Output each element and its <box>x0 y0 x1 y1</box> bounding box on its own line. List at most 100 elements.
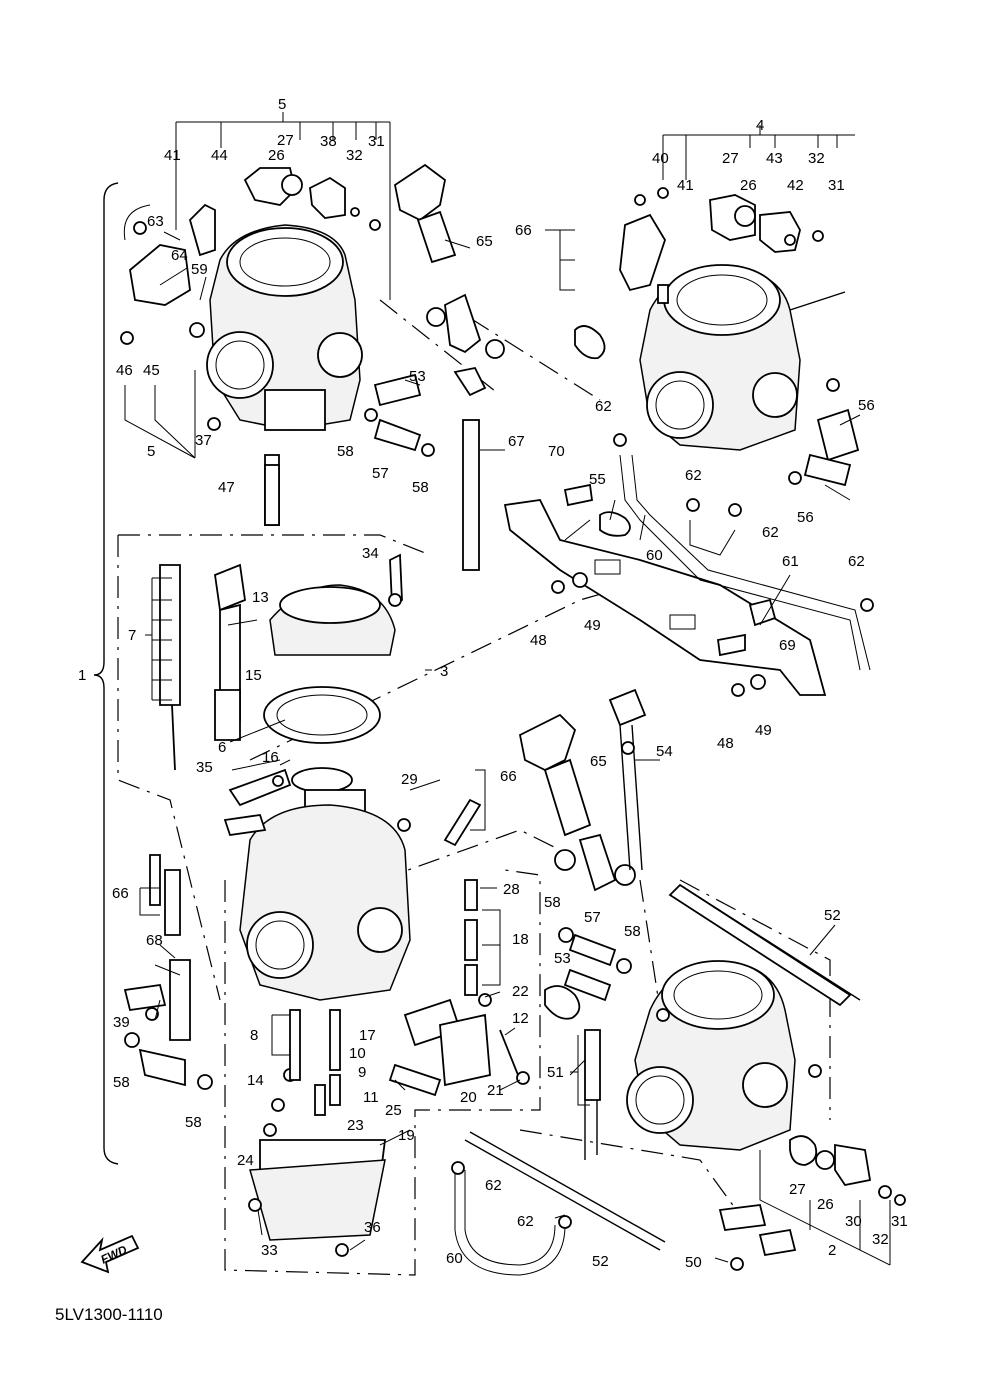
callout: 58 <box>624 923 641 940</box>
callout: 17 <box>359 1027 376 1044</box>
callout: 37 <box>195 432 212 449</box>
callout: 31 <box>828 177 845 194</box>
callout: 26 <box>268 147 285 164</box>
callout: 47 <box>218 479 235 496</box>
callout: 49 <box>755 722 772 739</box>
callout: 49 <box>584 617 601 634</box>
callout: 5 <box>147 443 155 460</box>
bottom-right-rods-hoses <box>451 884 861 1276</box>
callout: 12 <box>512 1010 529 1027</box>
callout: 18 <box>512 931 529 948</box>
callout: 58 <box>544 894 561 911</box>
callout: 42 <box>787 177 804 194</box>
callout: 16 <box>262 749 279 766</box>
callout: 6 <box>218 739 226 756</box>
hoses-plates-top-right <box>503 433 874 697</box>
callout: 58 <box>337 443 354 460</box>
callout: 3 <box>440 663 448 680</box>
callout: 11 <box>363 1089 379 1106</box>
callout: 27 <box>722 150 739 167</box>
callout-labels: 1 2 3 4 5 5 6 7 8 9 10 11 12 13 14 15 16… <box>78 96 908 1271</box>
callout: 34 <box>362 545 379 562</box>
bracket-5-top <box>175 112 391 300</box>
intake-joint-parts-top <box>264 163 505 571</box>
bracket-2-bottom <box>759 1150 891 1266</box>
callout: 62 <box>595 398 612 415</box>
callout-groupings <box>139 229 590 1106</box>
callout: 8 <box>250 1027 258 1044</box>
callout: 56 <box>858 397 875 414</box>
callout: 39 <box>113 1014 130 1031</box>
leader-lines <box>154 229 861 1263</box>
callout: 53 <box>409 368 426 385</box>
carburetor-top-left <box>120 167 381 526</box>
callout: 58 <box>185 1114 202 1131</box>
callout: 60 <box>646 547 663 564</box>
callout: 58 <box>412 479 429 496</box>
bracket-4-top <box>662 125 855 180</box>
right-center-parts <box>518 688 852 1007</box>
callout: 57 <box>584 909 601 926</box>
leader-dash-5 <box>519 1129 741 1216</box>
callout: 7 <box>128 627 136 644</box>
leader-dash-3 <box>379 829 561 881</box>
callout: 43 <box>766 150 783 167</box>
callout: 27 <box>789 1181 806 1198</box>
callout: 29 <box>401 771 418 788</box>
callout: 66 <box>112 885 129 902</box>
callout: 9 <box>358 1064 366 1081</box>
callout: 28 <box>503 881 520 898</box>
callout: 62 <box>685 467 702 484</box>
callout: 15 <box>245 667 262 684</box>
callout: 52 <box>824 907 841 924</box>
callout: 19 <box>398 1127 415 1144</box>
callout: 26 <box>817 1196 834 1213</box>
callout: 32 <box>808 150 825 167</box>
callout: 13 <box>252 589 269 606</box>
callout: 10 <box>349 1045 366 1062</box>
forward-arrow-icon: FWD <box>80 1234 140 1274</box>
callout: 31 <box>368 133 385 150</box>
callout: 14 <box>247 1072 264 1089</box>
callout: 63 <box>147 213 164 230</box>
callout: 22 <box>512 983 529 1000</box>
callout: 66 <box>500 768 517 785</box>
callout: 46 <box>116 362 133 379</box>
diagram-code: 5LV1300-1110 <box>55 1305 163 1324</box>
callout: 48 <box>530 632 547 649</box>
callout: 26 <box>740 177 757 194</box>
callout: 38 <box>320 133 337 150</box>
callout: 61 <box>782 553 799 570</box>
callout: 5 <box>278 96 286 113</box>
callout: 1 <box>78 667 86 684</box>
carburetor-top-right <box>574 187 860 487</box>
callout: 2 <box>828 1242 836 1259</box>
callout: 31 <box>891 1213 908 1230</box>
callout: 48 <box>717 735 734 752</box>
callout: 25 <box>385 1102 402 1119</box>
callout: 45 <box>143 362 160 379</box>
callout: 51 <box>547 1064 564 1081</box>
subassembly-outline-upper <box>117 534 431 1001</box>
leader-dash-4 <box>639 879 831 1120</box>
callout: 21 <box>487 1082 504 1099</box>
callout: 70 <box>548 443 565 460</box>
callout: 56 <box>797 509 814 526</box>
callout: 32 <box>872 1231 889 1248</box>
callout: 4 <box>756 117 764 134</box>
callout: 44 <box>211 147 228 164</box>
carburetor-bottom-right <box>544 960 906 1271</box>
callout: 57 <box>372 465 389 482</box>
callout: 64 <box>171 247 188 264</box>
callout: 58 <box>113 1074 130 1091</box>
callout: 62 <box>762 524 779 541</box>
callout: 40 <box>652 150 669 167</box>
callout: 53 <box>554 950 571 967</box>
fwd-label: FWD <box>98 1242 129 1266</box>
callout: 59 <box>191 261 208 278</box>
callout: 67 <box>508 433 525 450</box>
callout: 60 <box>446 1250 463 1267</box>
callout: 69 <box>779 637 796 654</box>
